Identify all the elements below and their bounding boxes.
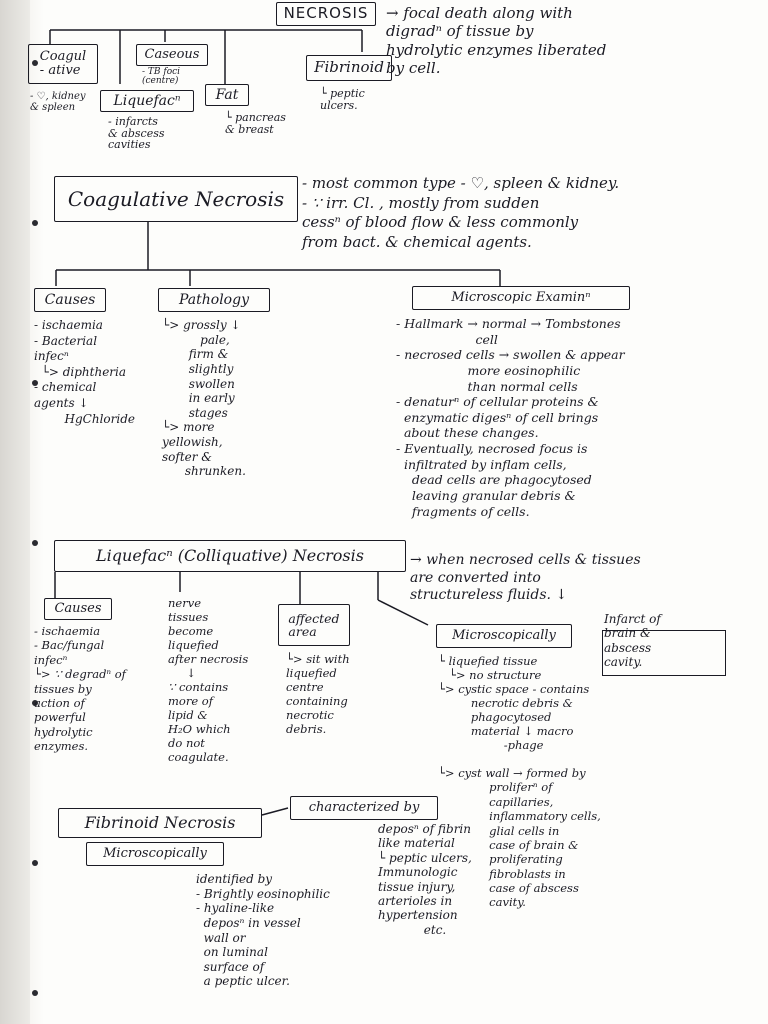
binding-hole xyxy=(32,220,38,226)
liq-affected-area-box: affected area xyxy=(278,604,350,646)
liquefactive-necrosis-title-box: Liquefacⁿ (Colliquative) Necrosis xyxy=(54,540,406,572)
liq-causes-box: Causes xyxy=(44,598,112,620)
binding-hole xyxy=(32,60,38,66)
coag-causes-box: Causes xyxy=(34,288,106,312)
fib-microscopically-text: identified by - Brightly eosinophilic - … xyxy=(196,872,330,989)
type-fat-note: └ pancreas & breast xyxy=(225,111,286,136)
type-coagulative-box: Coagul - ative xyxy=(28,44,98,84)
coag-microscopic-box: Microscopic Examinⁿ xyxy=(412,286,630,310)
necrosis-title-box: NECROSIS xyxy=(276,2,376,26)
type-fat-box: Fat xyxy=(205,84,249,106)
fibrinoid-necrosis-title-box: Fibrinoid Necrosis xyxy=(58,808,262,838)
fib-deposition-text: deposⁿ of fibrin like material └ peptic … xyxy=(378,822,472,937)
binding-hole xyxy=(32,990,38,996)
liq-microscopically-text: └ liquefied tissue └> no structure └> cy… xyxy=(438,654,590,753)
liq-microscopically-box: Microscopically xyxy=(436,624,572,648)
coag-pathology-text: └> grossly ↓ pale, firm & slightly swoll… xyxy=(162,318,246,479)
necrosis-definition: → focal death along with digradⁿ of tiss… xyxy=(386,4,607,77)
coag-pathology-box: Pathology xyxy=(158,288,270,312)
binding-hole xyxy=(32,380,38,386)
binding-hole xyxy=(32,860,38,866)
binding-hole xyxy=(32,540,38,546)
liq-infarct-note: Infarct of brain & abscess cavity. xyxy=(604,612,661,670)
type-caseous-box: Caseous xyxy=(136,44,208,66)
liq-cyst-wall-text: └> cyst wall → formed by proliferⁿ of ca… xyxy=(438,766,601,910)
binding-hole xyxy=(32,700,38,706)
fib-characterized-box: characterized by xyxy=(290,796,438,820)
coagulative-description: - most common type - ♡, spleen & kidney.… xyxy=(302,174,620,251)
coagulative-necrosis-title-box: Coagulative Necrosis xyxy=(54,176,298,222)
type-caseous-note: - TB foci (centre) xyxy=(142,67,181,87)
liquefactive-description: → when necrosed cells & tissues are conv… xyxy=(410,552,641,603)
liq-nerve-tissue-text: nerve tissues become liquefied after nec… xyxy=(168,596,249,765)
liq-affected-area-text: └> sit with liquefied centre containing … xyxy=(286,652,350,737)
spiral-binding xyxy=(0,0,30,1024)
coag-causes-text: - ischaemia - Bacterial infecⁿ └> diphth… xyxy=(34,318,135,426)
type-liquefactive-note: - infarcts & abscess cavities xyxy=(108,115,165,152)
liq-infarct-box xyxy=(602,630,726,676)
type-fibrinoid-box: Fibrinoid xyxy=(306,55,392,81)
type-liquefactive-box: Liquefacⁿ xyxy=(100,90,194,112)
coag-microscopic-text: - Hallmark → normal → Tombstones cell - … xyxy=(396,316,625,519)
type-coagulative-note: - ♡, kidney & spleen xyxy=(30,91,86,113)
liq-causes-text: - ischaemia - Bac/fungal infecⁿ └> ∵ deg… xyxy=(34,624,126,753)
fib-microscopically-box: Microscopically xyxy=(86,842,224,866)
type-fibrinoid-note: └ peptic ulcers. xyxy=(320,87,365,112)
